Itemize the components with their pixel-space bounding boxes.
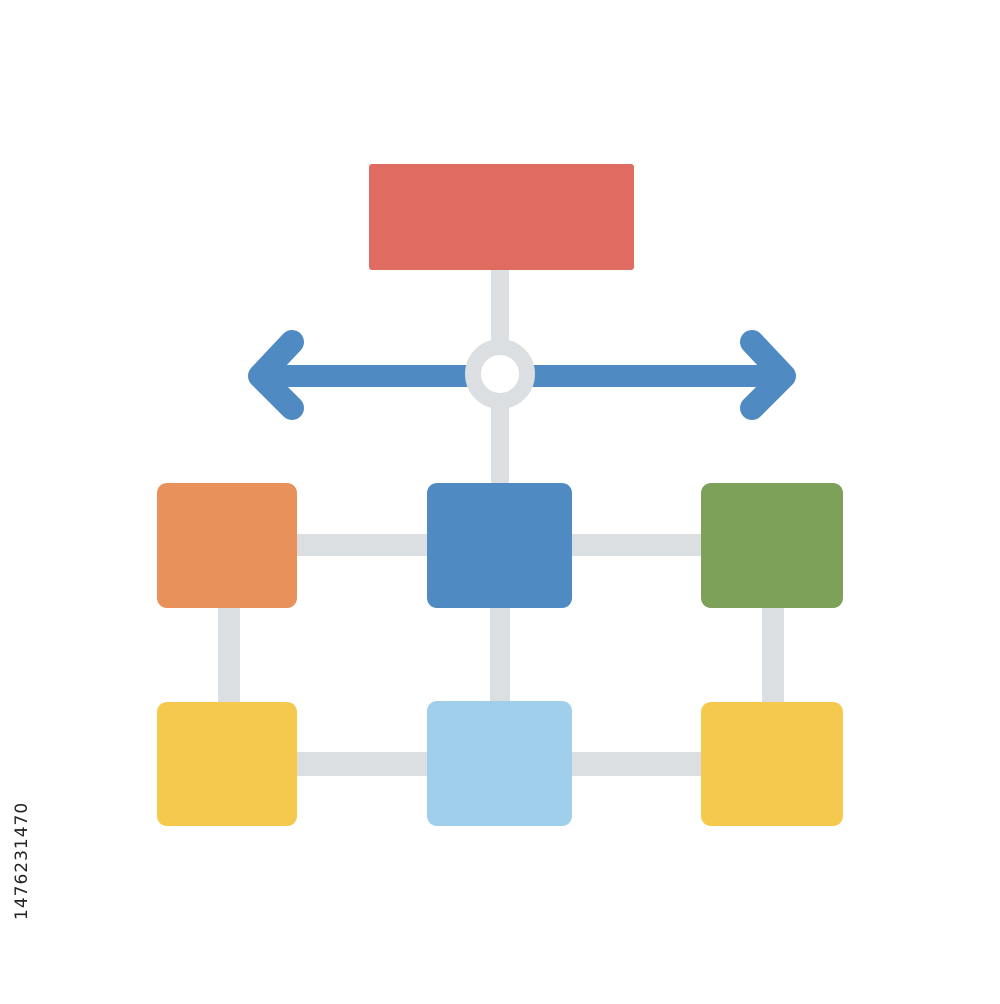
connector-right-vertical [762, 605, 784, 705]
connector-bottom-center-right [568, 752, 706, 776]
connector-middle-center-right [568, 534, 706, 556]
arrow-left-icon [248, 330, 304, 420]
node-middle-center [427, 483, 572, 608]
connector-bottom-left-center [292, 752, 432, 776]
connector-middle-left-center [292, 534, 432, 556]
connector-center-vertical [490, 605, 510, 705]
node-top [369, 164, 634, 270]
connector-left-vertical [218, 605, 240, 705]
hub-node [465, 339, 535, 409]
stock-image-id: 1476231470 [12, 801, 32, 920]
node-middle-right [701, 483, 843, 608]
double-arrow [248, 330, 796, 420]
node-middle-left [157, 483, 297, 608]
node-bottom-center [427, 701, 572, 826]
node-bottom-left [157, 702, 297, 826]
connector-top-to-hub [491, 268, 509, 348]
connector-hub-to-center [491, 398, 509, 488]
arrow-right-icon [740, 330, 796, 420]
node-bottom-right [701, 702, 843, 826]
nodes [157, 164, 843, 826]
connectors [218, 268, 784, 776]
